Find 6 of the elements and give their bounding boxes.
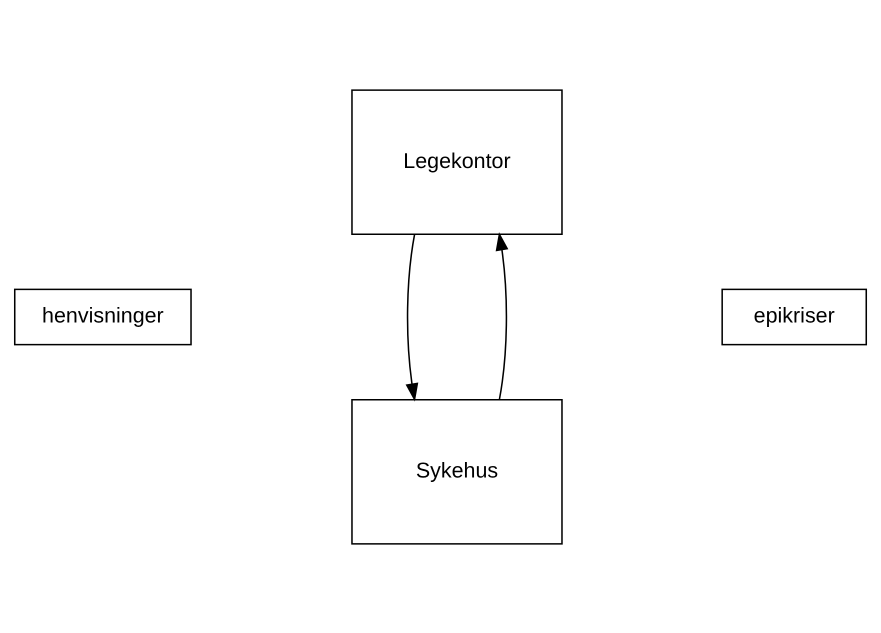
node-box: Legekontor: [351, 88, 563, 234]
node-box: henvisninger: [14, 288, 192, 345]
node-box: Sykehus: [351, 398, 563, 544]
arrow: [496, 232, 508, 400]
node-box: epikriser: [721, 288, 868, 345]
arrow: [406, 234, 418, 402]
